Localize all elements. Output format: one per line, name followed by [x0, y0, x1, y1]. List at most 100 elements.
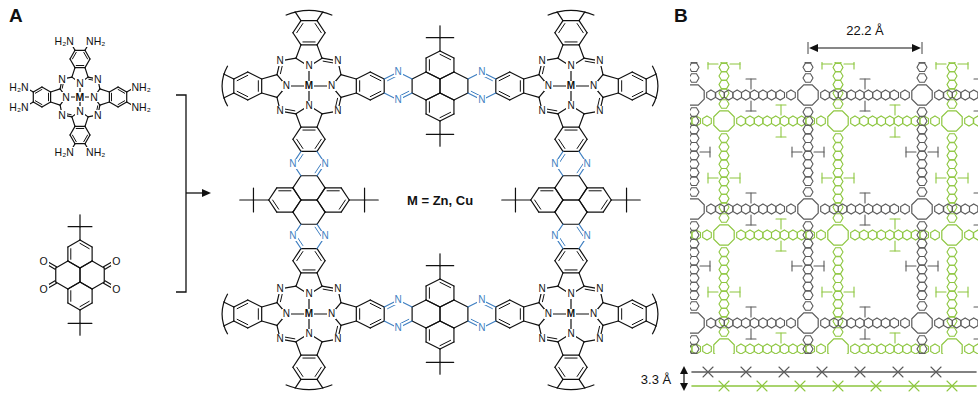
- bond: [76, 65, 84, 66]
- bond: [317, 127, 325, 139]
- bond: [632, 93, 646, 100]
- bond: [780, 219, 781, 229]
- bond: [325, 212, 341, 213]
- ring: [803, 345, 813, 354]
- bond: [440, 112, 451, 117]
- bond: [234, 300, 248, 307]
- bond: [558, 114, 563, 127]
- ring: [833, 328, 843, 337]
- bond: [297, 367, 303, 376]
- ring: [873, 204, 882, 214]
- bond: [603, 75, 618, 79]
- bond: [301, 44, 317, 45]
- bond: [100, 89, 110, 92]
- bond: [958, 63, 968, 64]
- bond: [253, 199, 268, 200]
- bond: [844, 177, 854, 178]
- bond: [296, 114, 301, 127]
- bond: [440, 134, 454, 135]
- bond: [579, 367, 587, 379]
- bond: [70, 50, 75, 59]
- bond: [440, 93, 454, 100]
- bond: [237, 91, 248, 96]
- ring: [772, 344, 781, 354]
- ring: [833, 186, 843, 195]
- atom-label: N: [304, 61, 313, 71]
- bond: [118, 87, 127, 92]
- bond: [269, 188, 277, 200]
- bond: [301, 151, 317, 152]
- ring: [881, 90, 890, 100]
- bond: [248, 72, 262, 79]
- bond: [454, 321, 468, 328]
- bond: [253, 200, 254, 212]
- ring: [719, 194, 729, 203]
- bond: [440, 362, 454, 363]
- bond: [70, 126, 75, 135]
- bond: [341, 321, 356, 325]
- ring: [965, 344, 974, 354]
- ring: [763, 230, 772, 240]
- bond: [931, 367, 936, 372]
- ring: [947, 186, 957, 195]
- bond: [750, 307, 751, 317]
- bond: [80, 301, 89, 306]
- bond: [855, 367, 860, 372]
- bond: [234, 321, 248, 328]
- bond: [871, 381, 876, 386]
- bond: [931, 372, 936, 377]
- bond: [341, 303, 356, 307]
- bond: [253, 188, 254, 200]
- bond: [510, 93, 524, 100]
- bond: [558, 45, 563, 58]
- bond: [317, 212, 325, 224]
- ring: [776, 204, 785, 214]
- bond: [563, 224, 579, 225]
- bond: [700, 151, 710, 152]
- bond: [563, 379, 579, 380]
- arrow-head: [680, 366, 688, 374]
- bond: [262, 75, 277, 79]
- ring: [719, 72, 729, 81]
- ring: [903, 116, 912, 126]
- bond: [520, 309, 521, 320]
- ring: [838, 204, 847, 214]
- bond: [563, 44, 579, 45]
- bond: [317, 139, 325, 151]
- arrow-head: [809, 44, 818, 52]
- bond: [515, 188, 516, 200]
- ring: [974, 116, 978, 126]
- ring: [690, 222, 699, 231]
- ring: [851, 230, 860, 240]
- bond: [746, 338, 756, 339]
- bond: [555, 127, 563, 139]
- bond: [426, 72, 440, 79]
- ring: [833, 194, 843, 203]
- bond: [453, 100, 454, 114]
- bond: [632, 321, 646, 328]
- ring: [737, 344, 746, 354]
- bond: [821, 287, 822, 297]
- atom-label: N: [93, 110, 103, 121]
- bond: [894, 105, 895, 115]
- atom-label: N: [538, 106, 547, 116]
- ring: [947, 291, 957, 300]
- ring: [947, 134, 957, 143]
- bond: [364, 200, 365, 212]
- bond: [559, 139, 565, 148]
- bond: [833, 386, 838, 391]
- ring: [817, 116, 826, 126]
- bond: [412, 93, 426, 100]
- ring: [860, 344, 869, 354]
- layer: [690, 62, 978, 354]
- ring: [886, 116, 895, 126]
- ring: [803, 291, 813, 300]
- bond: [454, 93, 468, 100]
- ring: [847, 204, 856, 214]
- ring: [917, 353, 927, 354]
- bond: [792, 265, 802, 266]
- ring: [750, 318, 759, 328]
- bond: [317, 273, 322, 286]
- bond: [301, 379, 317, 380]
- bond: [237, 75, 248, 80]
